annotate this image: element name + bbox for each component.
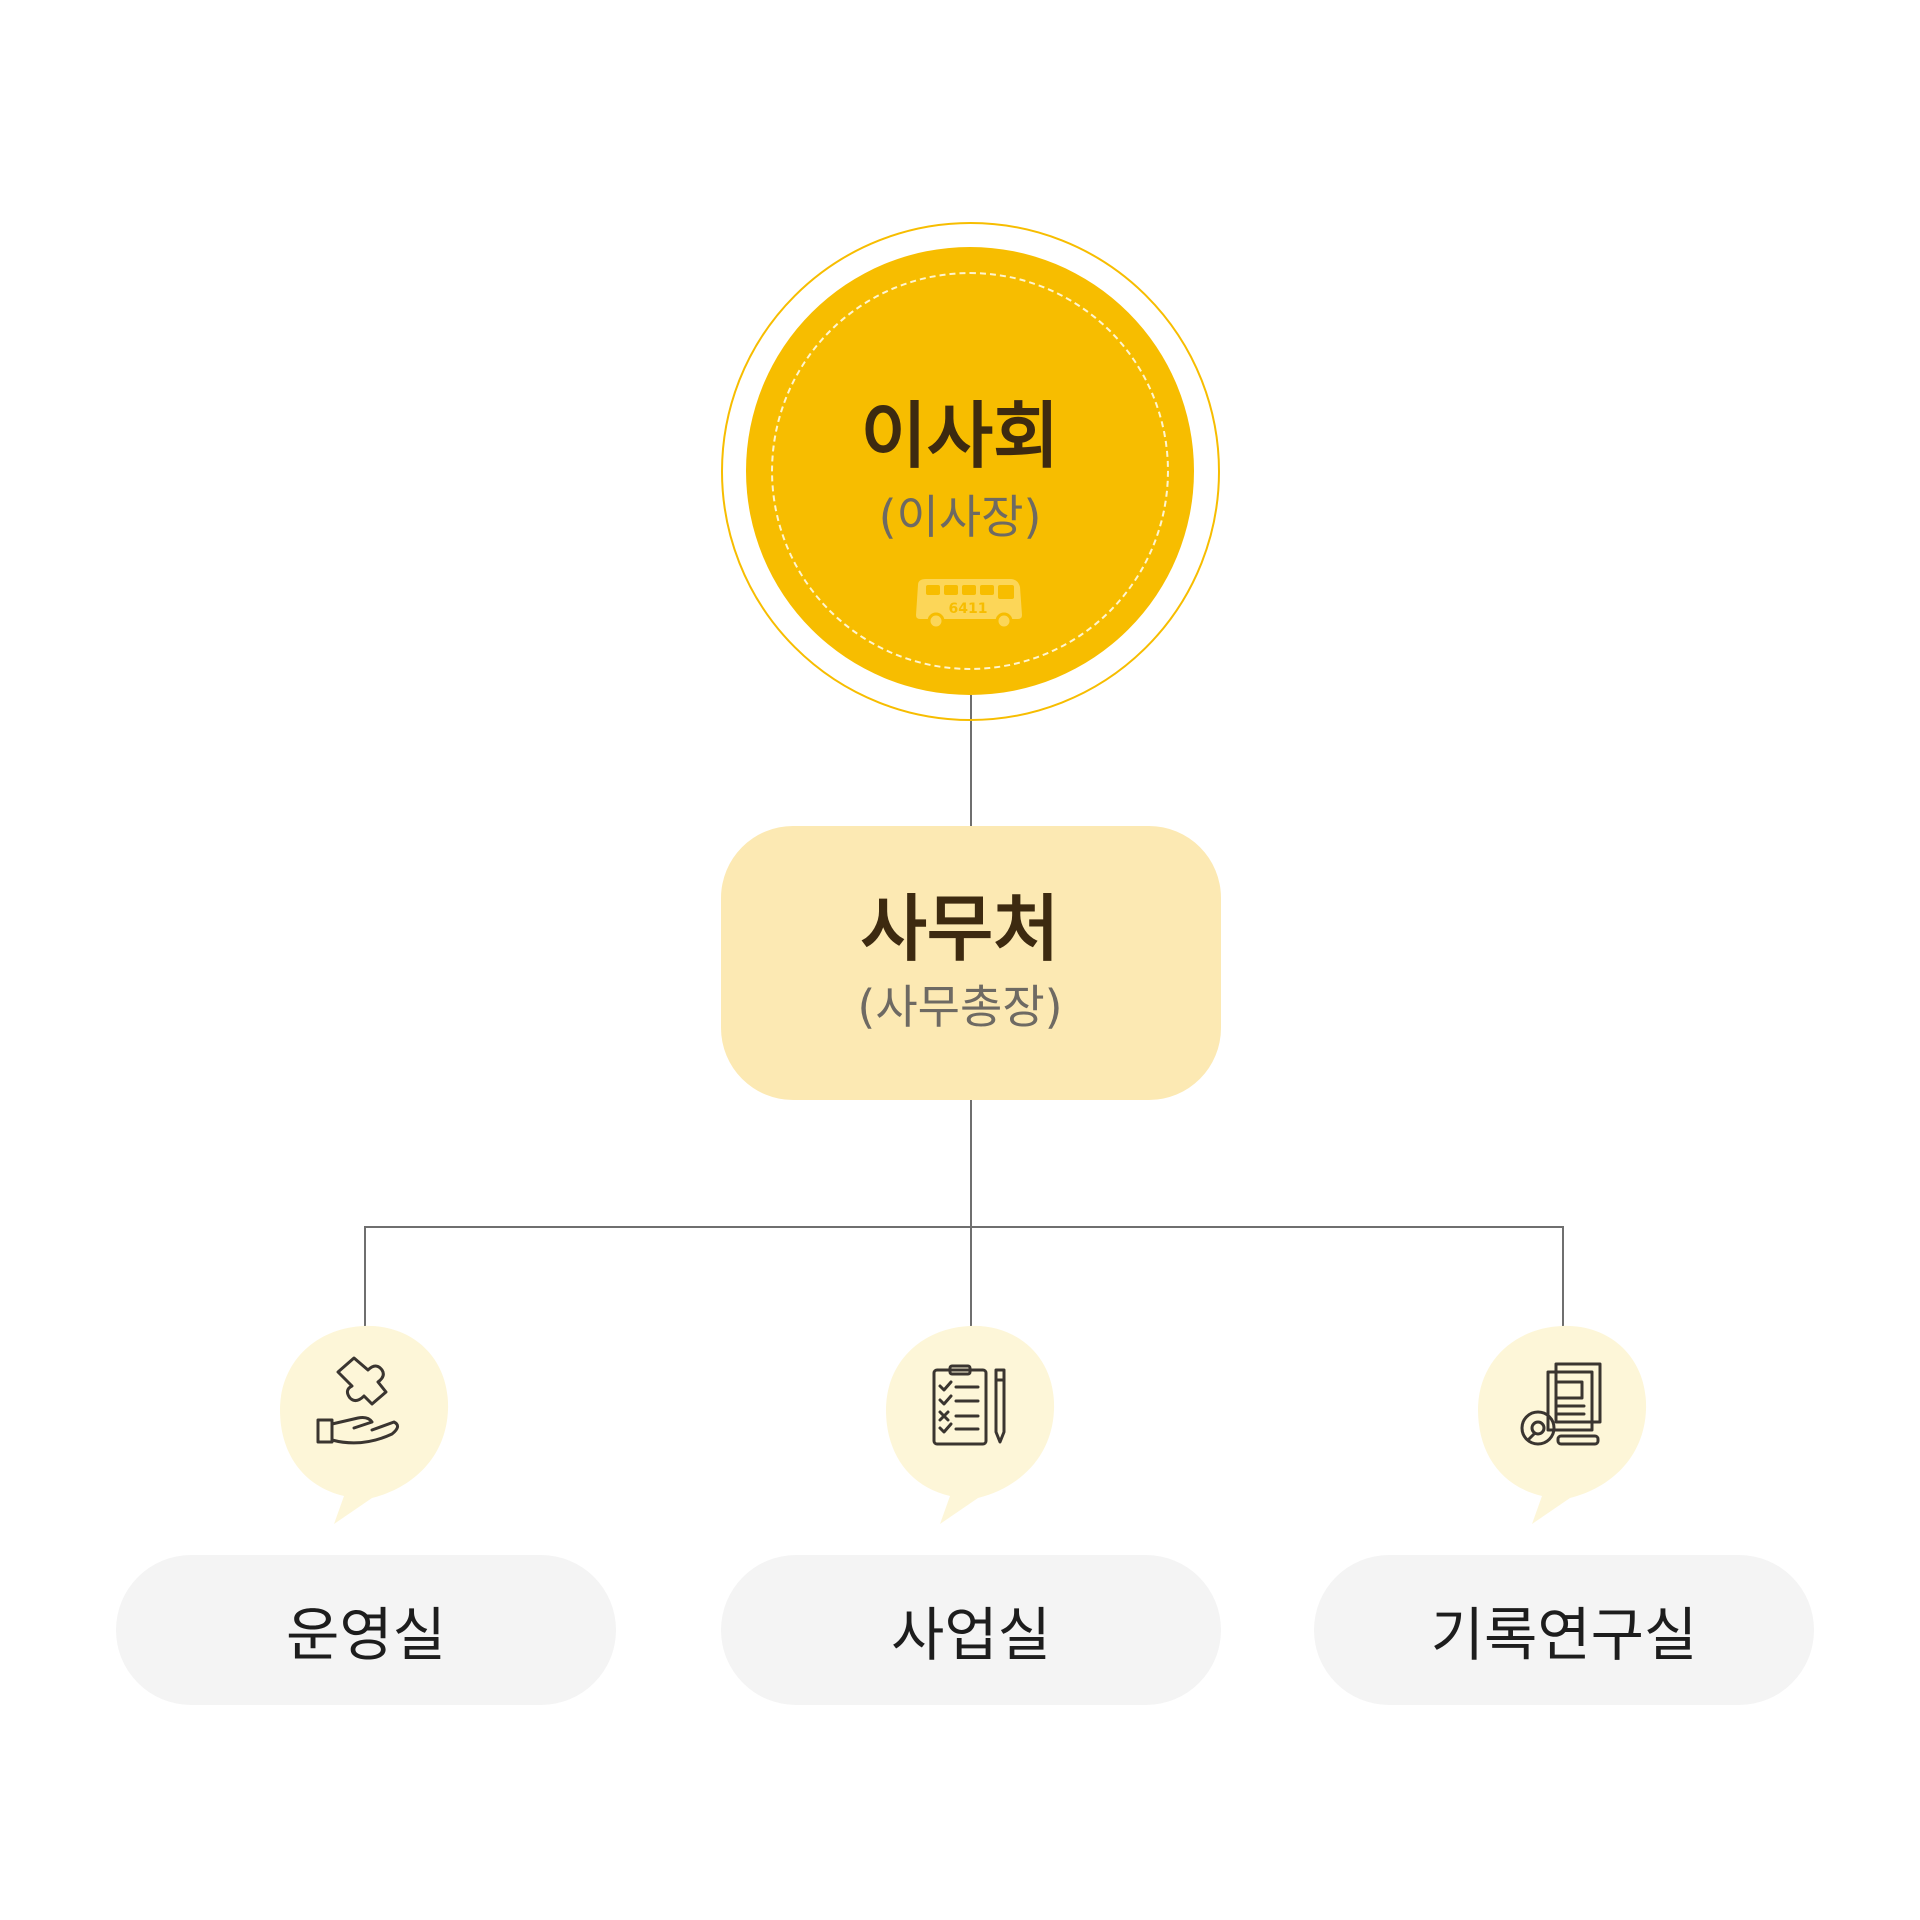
connector-to-projects [970, 1226, 972, 1332]
department-records-research: 기록연구실 [1314, 1555, 1814, 1705]
documents-search-icon [1520, 1362, 1602, 1446]
department-projects: 사업실 [721, 1555, 1221, 1705]
board-node-outer-ring [721, 222, 1220, 721]
connector-secretariat-down [970, 1100, 972, 1332]
records-icon-blob [1478, 1325, 1647, 1524]
connector-board-secretariat [970, 695, 972, 826]
secretariat-subtitle: (사무총장) [857, 980, 1063, 1034]
hand-puzzle-icon [316, 1356, 399, 1445]
board-node-dashed-ring [771, 272, 1169, 670]
projects-icon-blob [886, 1325, 1055, 1524]
department-operations: 운영실 [116, 1555, 616, 1705]
connector-to-records [1562, 1226, 1564, 1332]
connector-horizontal-bar [364, 1226, 1564, 1228]
checklist-clipboard-icon [932, 1364, 1006, 1446]
secretariat-node [721, 826, 1221, 1100]
connector-to-operations [364, 1226, 366, 1332]
board-title: 이사회 [860, 394, 1060, 478]
operations-icon-blob [280, 1325, 449, 1524]
secretariat-title: 사무처 [860, 887, 1060, 971]
board-subtitle: (이사장) [878, 490, 1042, 544]
bus-icon: 6411 [916, 579, 1022, 630]
bus-number: 6411 [949, 601, 988, 617]
